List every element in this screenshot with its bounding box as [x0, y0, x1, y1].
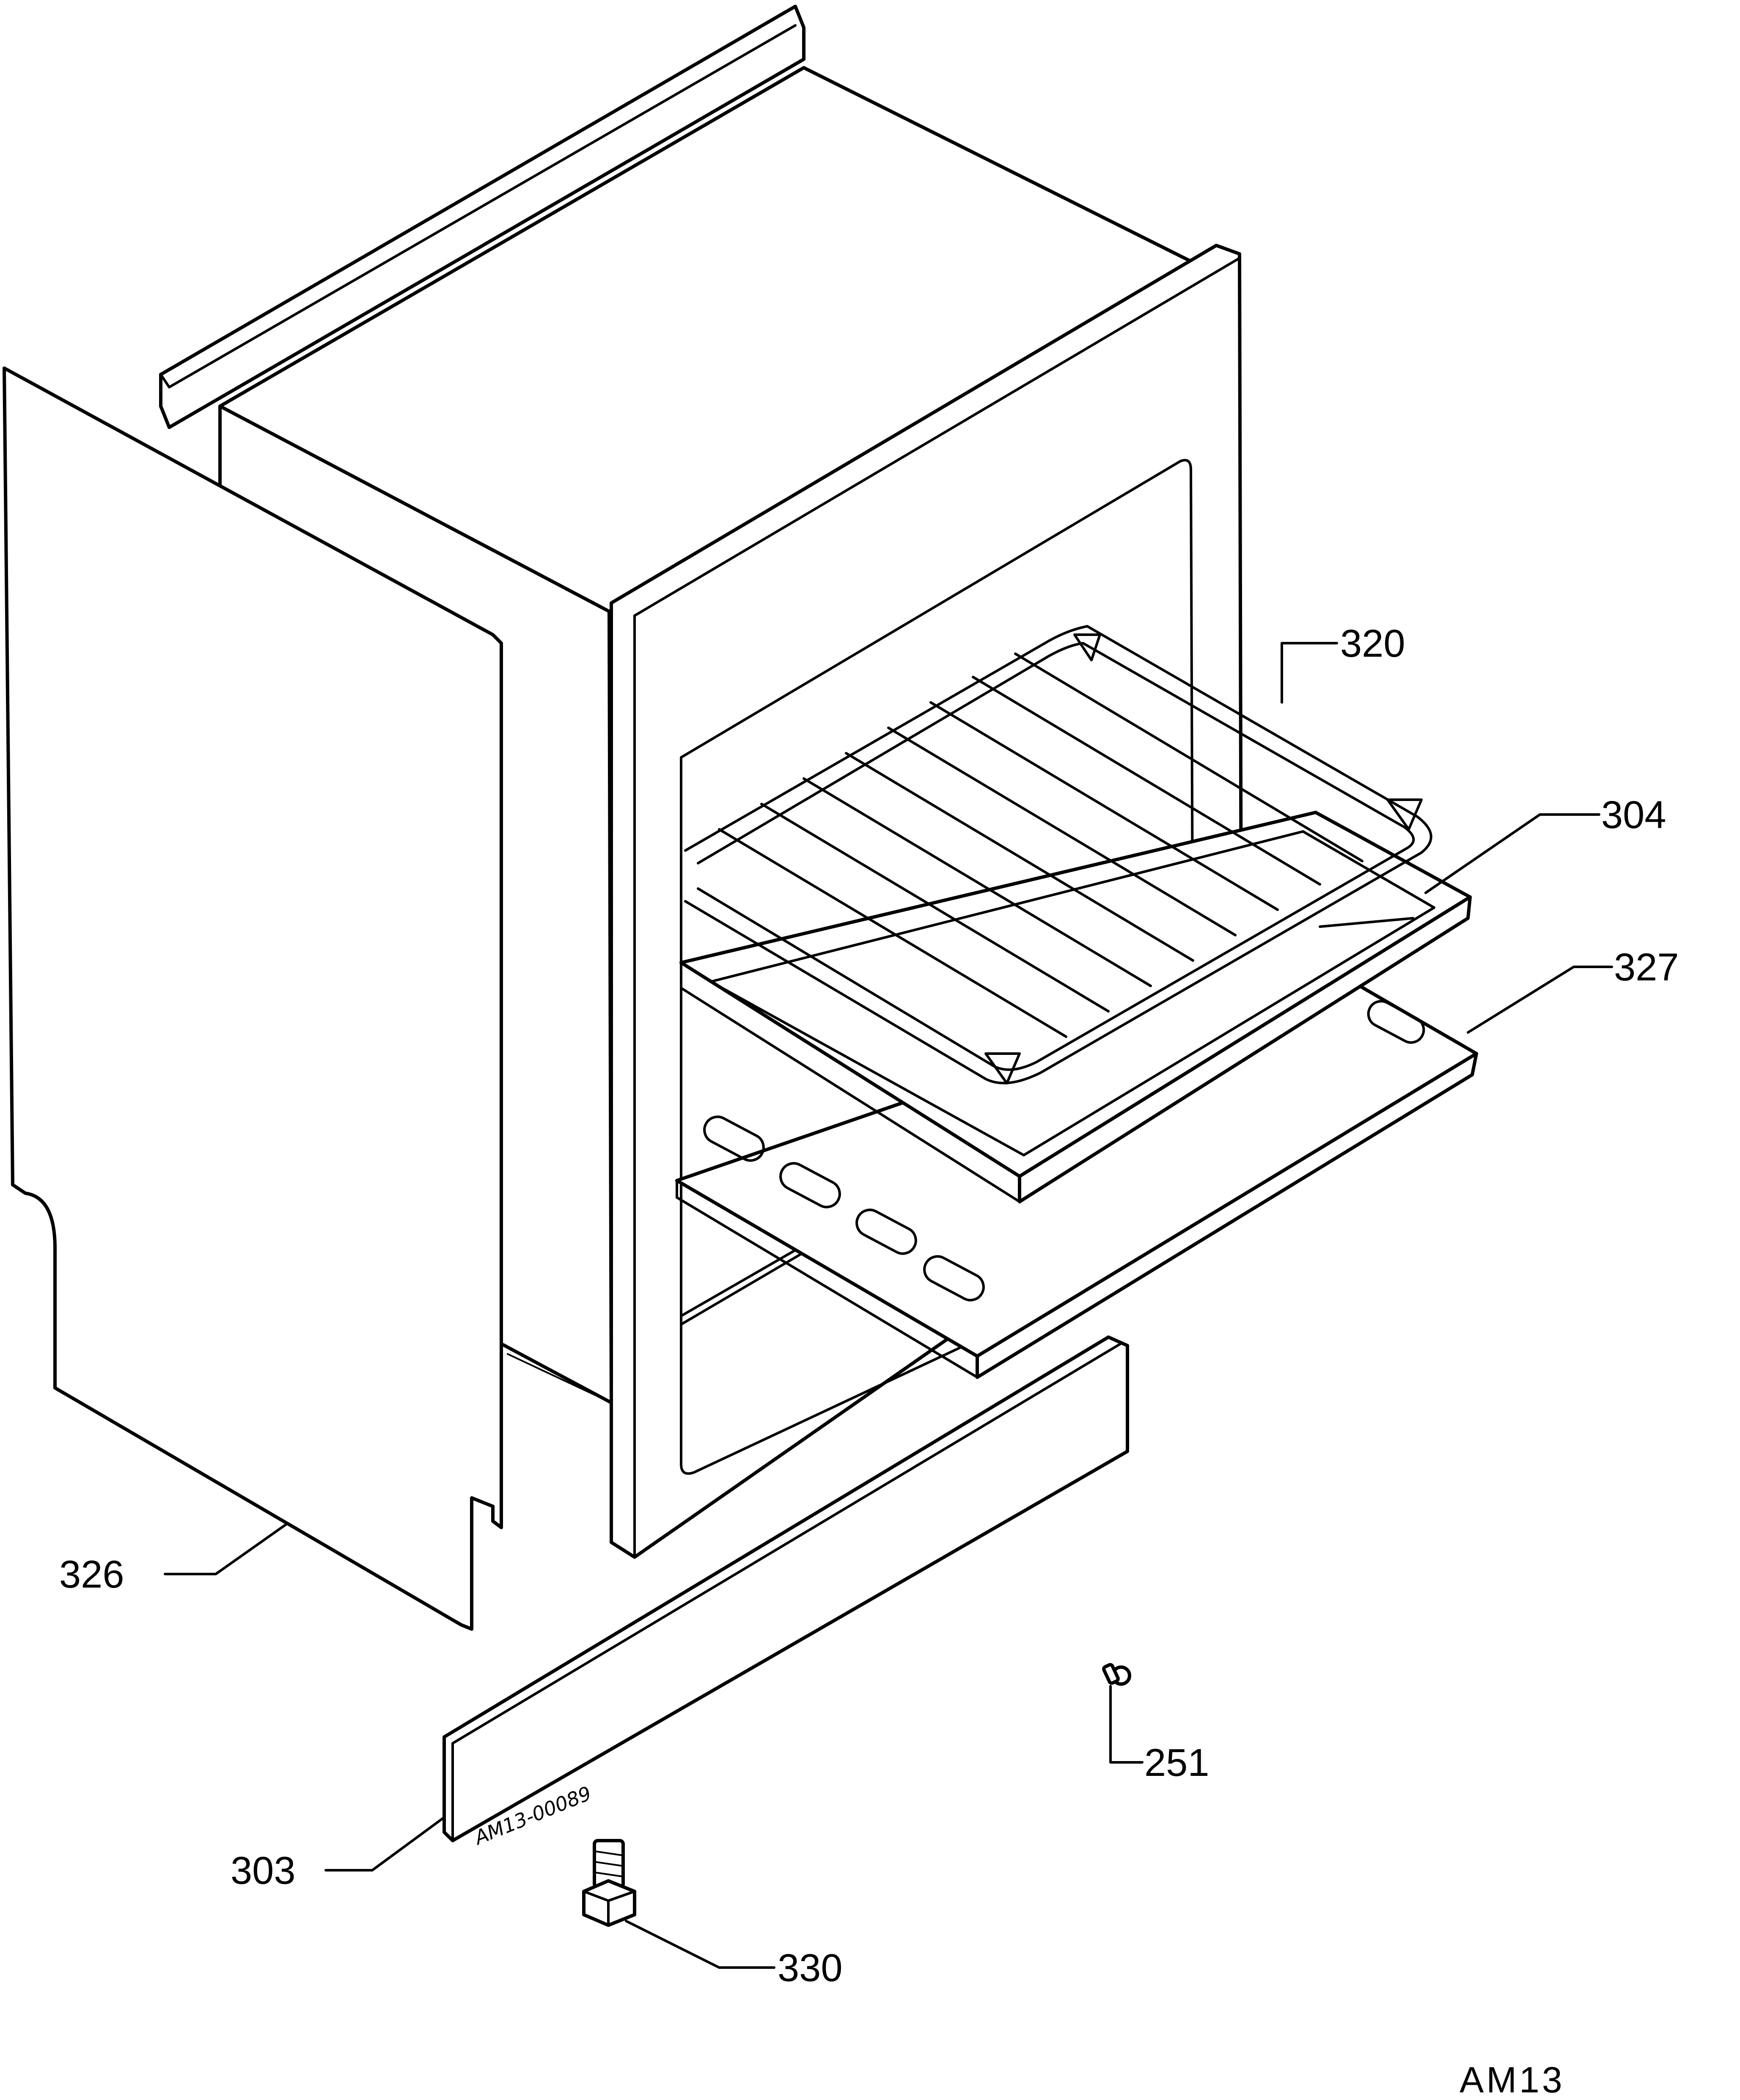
leader-330: [625, 1920, 775, 1969]
leader-lines: [164, 642, 1613, 1969]
leader-320: [1281, 642, 1338, 704]
adjustable-foot: [582, 1839, 636, 1927]
drawing-code: AM13: [1460, 2060, 1565, 2098]
leader-303: [324, 1816, 445, 1872]
callout-304: 304: [1601, 793, 1666, 837]
callout-320: 320: [1340, 622, 1405, 665]
leader-304: [1424, 813, 1600, 894]
leader-251: [1109, 1685, 1144, 1764]
callout-330: 330: [778, 1946, 843, 1990]
callout-labels: 326 303 330 251 320 304 327: [59, 622, 1679, 1990]
callout-303: 303: [231, 1849, 296, 1892]
side-panel: [3, 366, 503, 1631]
callout-327: 327: [1614, 946, 1679, 989]
callout-251: 251: [1144, 1741, 1209, 1784]
small-screw: [1102, 1663, 1131, 1686]
leader-326: [164, 1522, 289, 1575]
baking-tray: [679, 811, 1472, 1203]
front-trim-strip: [443, 1335, 1129, 1842]
callout-326: 326: [59, 1553, 124, 1596]
leader-327: [1467, 966, 1613, 1034]
wire-shelf: [684, 625, 1432, 1084]
